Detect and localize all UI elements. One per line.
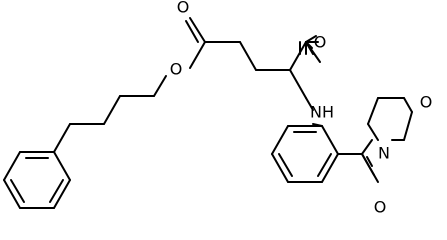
benzene-ring	[271, 125, 339, 183]
amide-nitrogen-label: NH	[310, 103, 334, 122]
amide-group	[289, 69, 314, 111]
amide-oxygen-label: O	[314, 33, 327, 52]
ester-group	[185, 17, 241, 69]
succinyl-chain	[239, 35, 321, 71]
chemical-structure: O O O NH O N O	[3, 0, 433, 217]
morpholine-oxygen-label: O	[420, 93, 433, 112]
nh-ring-bond	[312, 123, 323, 127]
phenyl-ring	[3, 151, 71, 209]
morpholine-ring	[367, 97, 413, 141]
benzamide-group	[337, 139, 379, 183]
propyl-chain	[53, 75, 167, 153]
ester-oxygen-label: O	[170, 60, 183, 79]
morpholine-nitrogen-label: N	[378, 144, 390, 163]
ester-carbonyl-oxygen-label: O	[177, 0, 190, 17]
benzamide-oxygen-label: O	[374, 198, 387, 217]
